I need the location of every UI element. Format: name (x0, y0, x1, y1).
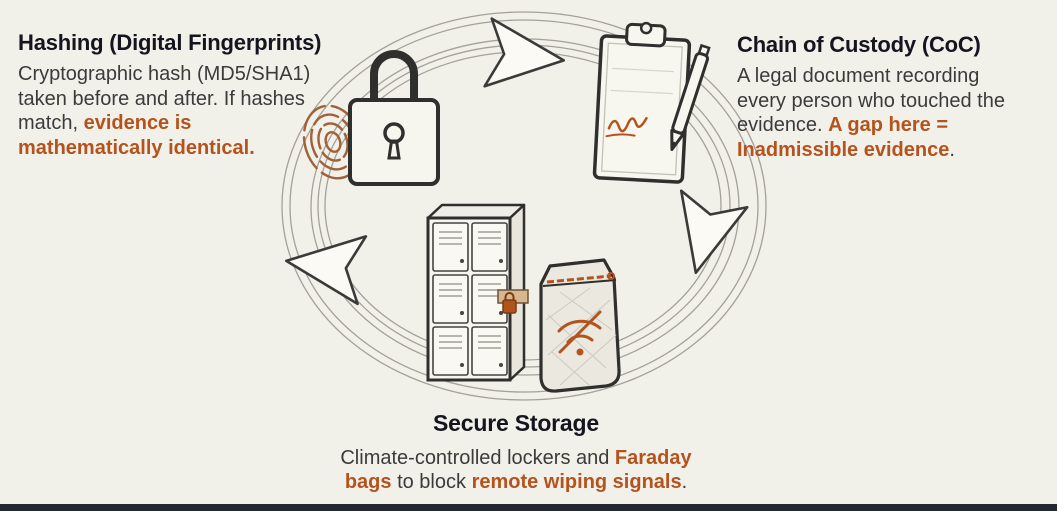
fingerprint-icon (302, 104, 364, 180)
hashing-title: Hashing (Digital Fingerprints) (18, 30, 322, 55)
pen-icon (670, 43, 711, 151)
chain-of-custody-section: Chain of Custody (CoC) A legal document … (737, 32, 1022, 162)
hashing-body: Cryptographic hash (MD5/SHA1) taken befo… (18, 63, 311, 159)
signature-scribble (605, 116, 648, 138)
storage-title: Secure Storage (433, 410, 599, 436)
storage-accent-faraday: Faraday bags (344, 446, 692, 493)
arrow-top-icon (483, 17, 566, 88)
storage-body: Climate-controlled lockers and Faraday b… (340, 446, 692, 493)
coc-title: Chain of Custody (CoC) (737, 32, 981, 57)
arrow-right-icon (679, 189, 749, 275)
clipboard-icon (592, 21, 692, 184)
coc-accent-text: A gap here = Inadmissible evidence (737, 114, 950, 161)
wifi-off-icon (557, 310, 602, 356)
arrow-left-icon (285, 235, 368, 306)
footer-bar (0, 504, 1057, 511)
hashing-section: Hashing (Digital Fingerprints) Cryptogra… (18, 30, 326, 160)
secure-storage-section: Secure Storage Climate-controlled locker… (316, 410, 716, 494)
faraday-bag-icon (539, 258, 621, 393)
hashing-accent-text: evidence is mathematically identical. (18, 112, 255, 159)
storage-accent-wiping: remote wiping signals (471, 470, 682, 493)
coc-body: A legal document recording every person … (737, 65, 1005, 161)
padlock-icon (348, 50, 440, 186)
cycle-arrows (285, 17, 749, 306)
storage-lockers-icon (426, 203, 529, 382)
